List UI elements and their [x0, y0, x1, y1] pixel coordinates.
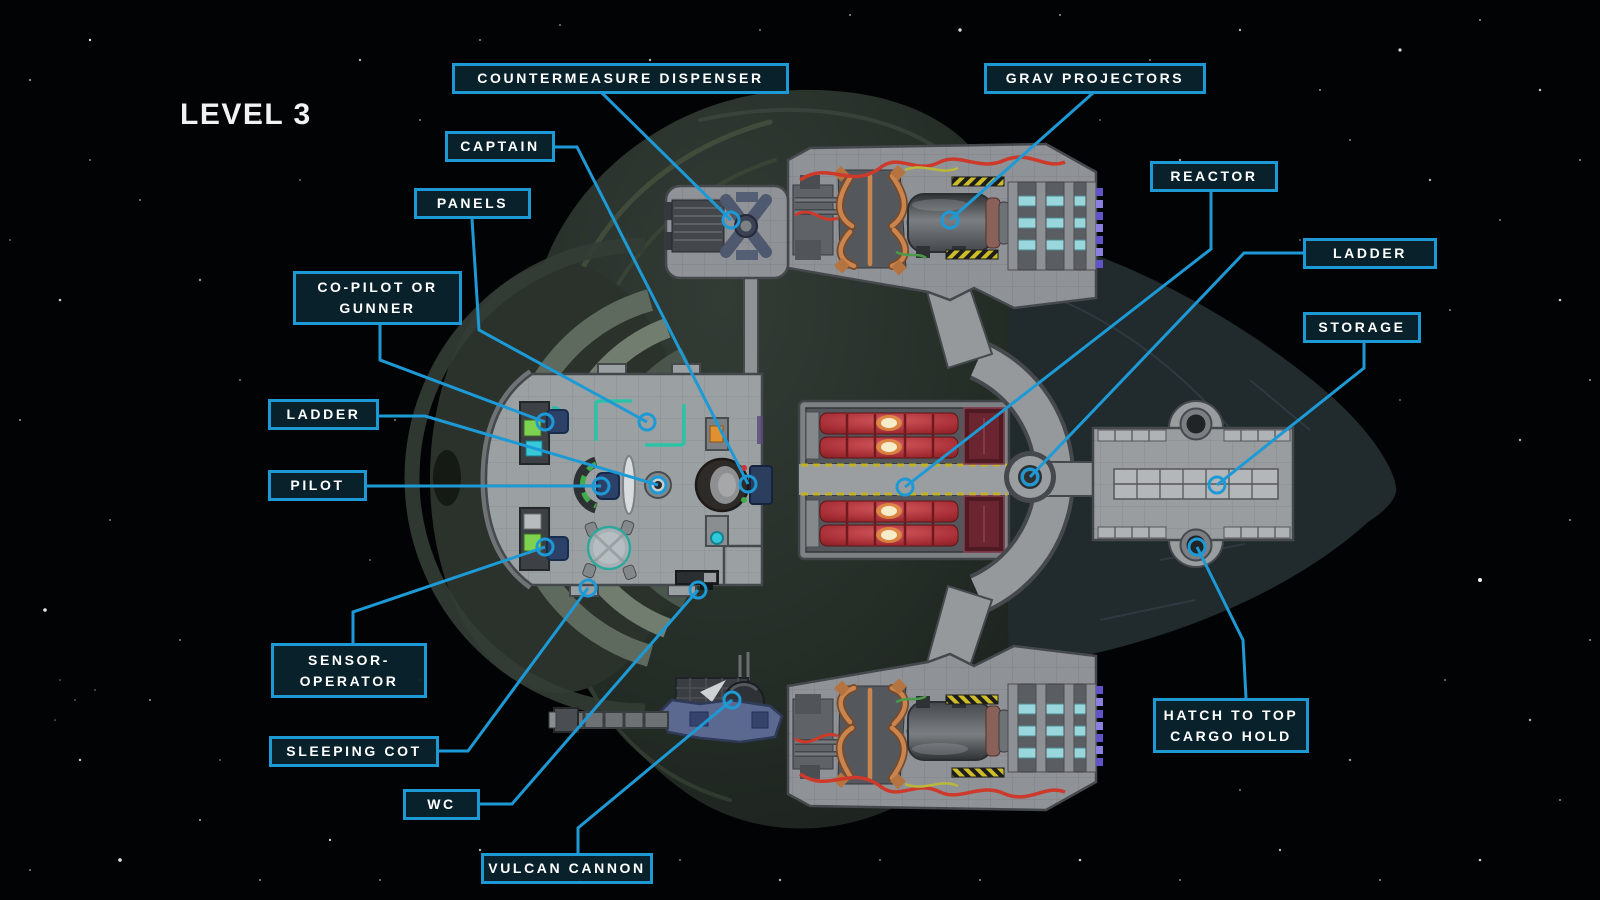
leader-co-pilot	[378, 325, 546, 424]
sleeping-cot-furniture	[675, 570, 719, 585]
callout-text: LADDER	[1333, 245, 1407, 261]
leader-captain	[555, 145, 750, 485]
captain-chair	[694, 457, 773, 513]
target-ladder-cockpit	[648, 475, 668, 495]
leader-panels	[470, 218, 648, 424]
callout-text: HATCH TO TOP	[1163, 706, 1299, 723]
leader-grav-projectors	[949, 91, 1094, 222]
callout-text: PANELS	[436, 195, 509, 211]
callout-text: CAPTAIN	[460, 138, 540, 154]
callout-text: VULCAN CANNON	[488, 860, 646, 876]
leader-wc	[480, 589, 700, 806]
target-co-pilot	[535, 412, 555, 432]
callout-text: OPERATOR	[299, 672, 399, 689]
target-storage	[1207, 475, 1227, 495]
leader-sensor-operator	[351, 545, 546, 643]
callout-hatch-to-top-cargo-hold: HATCH TO TOP CARGO HOLD	[1153, 698, 1309, 753]
panels-brackets	[594, 399, 686, 447]
target-reactor	[895, 477, 915, 497]
callout-text: CARGO HOLD	[1170, 727, 1292, 744]
target-ladder-junction	[1020, 467, 1040, 487]
callout-text: LADDER	[286, 406, 361, 422]
co-pilot-station	[519, 401, 569, 465]
countermeasure-platform	[664, 184, 790, 383]
callout-text: COUNTERMEASURE DISPENSER	[477, 70, 764, 86]
target-countermeasure-dispenser	[721, 210, 741, 230]
callout-text: STORAGE	[1318, 319, 1406, 335]
callout-text: CO-PILOT OR	[317, 279, 438, 295]
callout-sensor-operator: SENSOR- OPERATOR	[271, 643, 427, 698]
callout-text: GRAV PROJECTORS	[1005, 70, 1185, 86]
target-captain	[738, 474, 758, 494]
top-engine-nacelle	[786, 142, 1103, 370]
storage-platform	[1091, 400, 1295, 568]
cockpit-room	[480, 363, 773, 597]
callout-storage: STORAGE	[1303, 312, 1421, 343]
toilet	[710, 531, 724, 545]
target-sensor-operator	[535, 537, 555, 557]
callout-countermeasure-dispenser: COUNTERMEASURE DISPENSER	[452, 63, 789, 94]
countermeasure-dispenser-module	[664, 192, 772, 260]
windshield-console	[622, 455, 636, 515]
storage-crates	[1097, 429, 1291, 539]
leader-hatch-to-cargo	[1195, 546, 1248, 699]
leader-vulcan-cannon	[576, 698, 733, 853]
leader-reactor	[904, 192, 1213, 489]
hatch-top	[1179, 407, 1213, 441]
target-vulcan-cannon	[722, 690, 742, 710]
leader-lines	[351, 91, 1366, 853]
target-grav-projectors	[940, 210, 960, 230]
callout-text: GUNNER	[339, 300, 416, 316]
leader-countermeasure-dispenser	[600, 91, 733, 222]
leader-storage	[1216, 343, 1366, 487]
callout-text: PILOT	[290, 477, 345, 493]
callout-text: SLEEPING COT	[286, 743, 422, 759]
callout-pilot: PILOT	[268, 470, 367, 501]
reactor-room	[797, 399, 1038, 561]
callout-ladder-cockpit: LADDER	[268, 399, 379, 430]
callout-vulcan-cannon: VULCAN CANNON	[481, 853, 653, 884]
target-panels	[637, 412, 657, 432]
leader-ladder-cockpit	[379, 414, 659, 487]
callout-text: WC	[427, 796, 456, 812]
callout-reactor: REACTOR	[1150, 161, 1278, 192]
callout-sleeping-cot: SLEEPING COT	[269, 736, 439, 767]
callout-co-pilot-or-gunner: CO-PILOT OR GUNNER	[293, 271, 462, 325]
callout-text: SENSOR-	[308, 651, 390, 668]
crew-table	[582, 519, 637, 580]
callout-panels: PANELS	[414, 188, 531, 219]
target-sleeping-cot	[578, 578, 598, 598]
callout-ladder-junction: LADDER	[1303, 238, 1437, 269]
callout-captain: CAPTAIN	[445, 131, 555, 162]
callout-text: REACTOR	[1170, 168, 1258, 184]
target-hatch-to-cargo	[1187, 537, 1207, 557]
target-pilot	[591, 476, 611, 496]
callout-grav-projectors: GRAV PROJECTORS	[984, 63, 1206, 94]
leader-sleeping-cot	[439, 587, 590, 753]
level-title: LEVEL 3	[180, 98, 312, 131]
leader-ladder-junction	[1028, 251, 1303, 479]
callout-wc: WC	[403, 789, 480, 820]
reactor-rod-bank-bottom	[805, 495, 1005, 553]
target-wc	[688, 580, 708, 600]
